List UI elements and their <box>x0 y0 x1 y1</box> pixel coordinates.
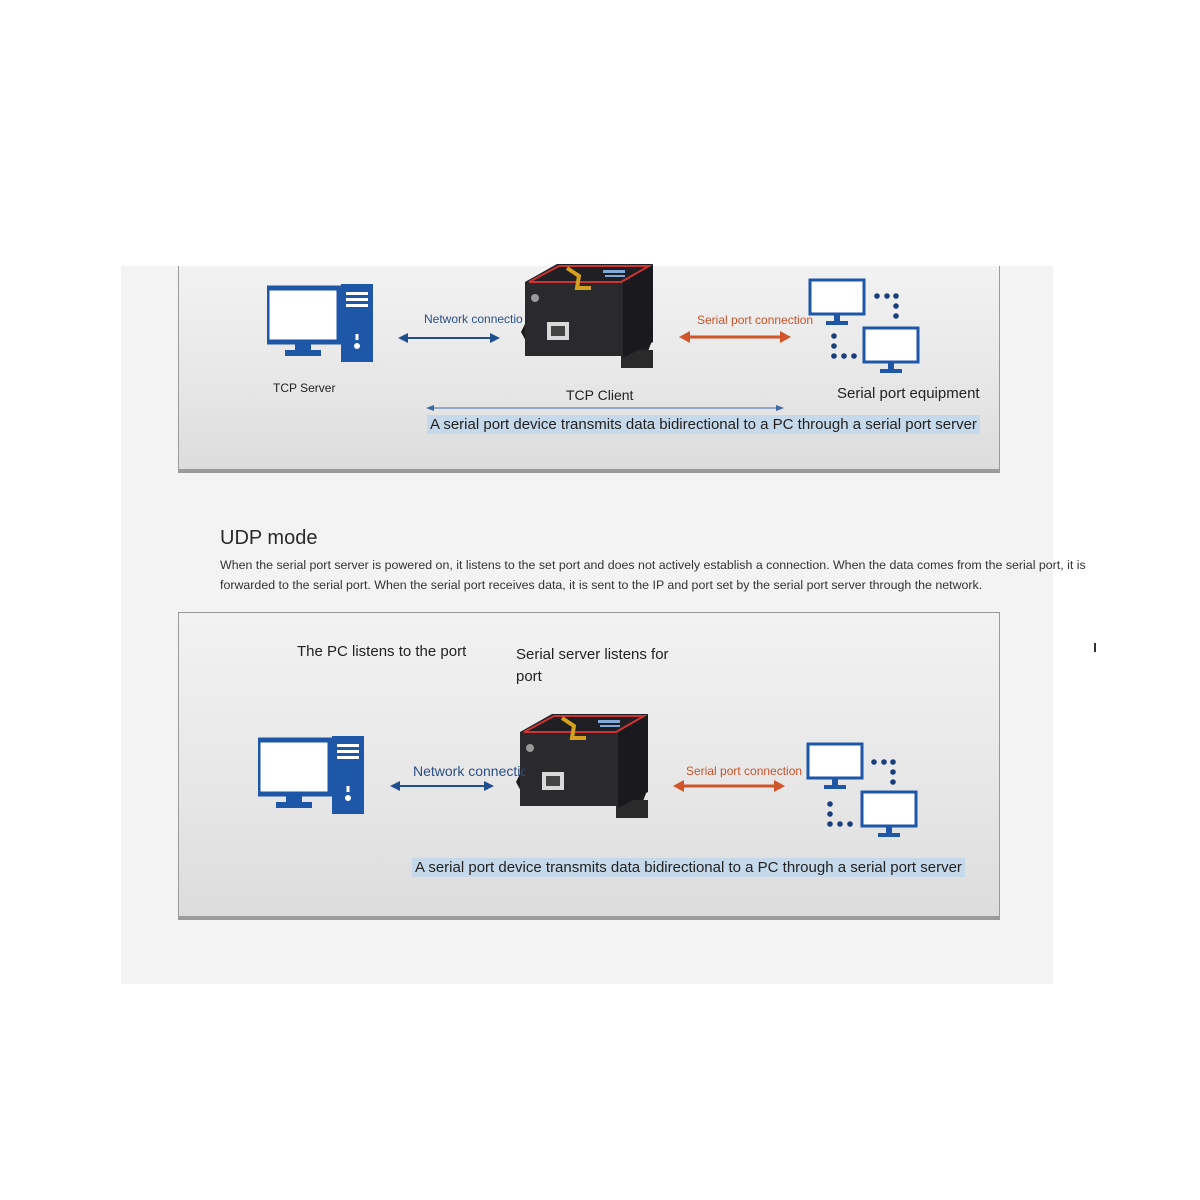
serial-connection-arrow-bottom <box>673 780 785 792</box>
serial-connection-arrow-top <box>679 331 791 343</box>
serial-equipment-monitor-icon <box>860 790 918 839</box>
tcp-data-flow-banner: A serial port device transmits data bidi… <box>427 415 980 434</box>
network-connection-arrow-bottom <box>390 781 494 791</box>
pc-computer-icon <box>258 736 364 814</box>
udp-mode-description: When the serial port server is powered o… <box>220 558 1086 592</box>
tcp-client-label: TCP Client <box>566 387 634 403</box>
stray-mark <box>1094 643 1096 652</box>
udp-mode-heading: UDP mode <box>220 527 318 549</box>
serial-server-device-icon <box>514 712 650 820</box>
pc-listens-label: The PC listens to the port <box>297 643 467 660</box>
udp-data-flow-banner: A serial port device transmits data bidi… <box>412 858 965 877</box>
equipment-dots-bottom <box>827 759 896 827</box>
serial-port-equipment-label: Serial port equipment <box>837 385 980 402</box>
serial-port-connection-label: Serial port connection <box>686 764 803 778</box>
network-connection-label: Network connectio <box>424 312 523 326</box>
banner-arrow-top <box>426 405 784 411</box>
serial-equipment-monitor-icon <box>806 742 864 791</box>
equipment-dots-top <box>831 293 899 359</box>
server-listens-label: Serial server listens for port <box>516 646 669 685</box>
network-connection-label: Network connectio <box>413 763 525 779</box>
network-connection-arrow-top <box>398 333 500 343</box>
tcp-server-label: TCP Server <box>273 381 336 395</box>
serial-port-connection-label: Serial port connection <box>697 313 814 327</box>
